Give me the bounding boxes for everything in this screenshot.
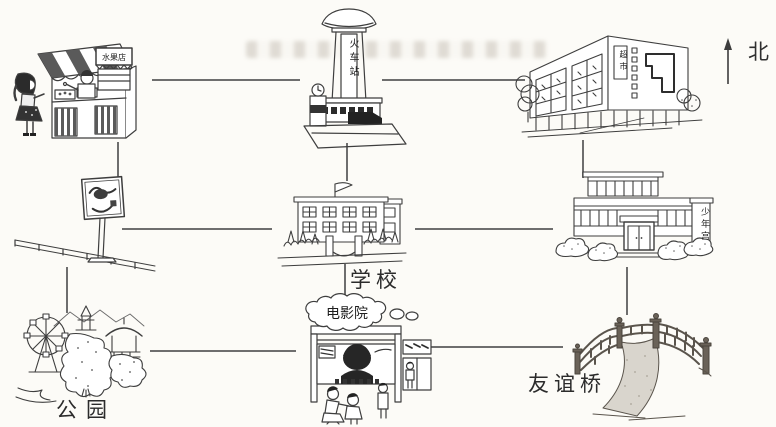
train-station-illustration: 火车站: [292, 6, 407, 151]
bridge-label: 友谊桥: [528, 372, 606, 396]
supermarket-sign-text: 超市: [619, 50, 628, 74]
cinema-sign-text: 电影院: [326, 306, 368, 322]
fruit-shop-sign-text: 水果店: [102, 52, 126, 62]
park-label: 公园: [56, 398, 116, 422]
youth-palace-illustration: 少年宫: [550, 168, 715, 268]
connector-park-cinema: [150, 350, 296, 352]
supermarket-drawing: [515, 35, 703, 138]
signpost-illustration: [5, 172, 165, 272]
park-drawing: [15, 305, 147, 403]
supermarket-illustration: 超市: [515, 20, 707, 140]
connector-school-cinema: [344, 264, 346, 298]
connector-cinema-bridge: [427, 346, 563, 348]
youth-palace-drawing: [555, 171, 714, 262]
connector-school-youth_palace: [415, 228, 553, 230]
train-station-drawing: [303, 8, 407, 149]
north-arrow-icon: [724, 38, 732, 84]
bridge-illustration: [565, 312, 725, 424]
school-illustration: [272, 180, 412, 272]
connector-train_station-supermarket: [382, 79, 525, 81]
train-station-sign-text: 火车站: [347, 38, 358, 80]
bridge-drawing: [572, 313, 712, 421]
connector-fruit_shop-train_station: [152, 79, 300, 81]
youth-palace-sign-text: 少年宫: [699, 207, 709, 243]
ink-showthrough: [246, 41, 548, 58]
cinema-illustration: 电影院: [295, 292, 435, 425]
fruit-shop-drawing: 水果店: [13, 43, 137, 139]
connector-train_station-school: [346, 143, 348, 181]
school-drawing: [277, 182, 407, 267]
school-label: 学校: [350, 268, 402, 292]
connector-fruit_shop-signpost: [117, 142, 119, 178]
connector-youth_palace-bridge: [626, 267, 628, 315]
fruit-shop-illustration: 水果店: [8, 36, 148, 148]
connector-supermarket-youth_palace: [582, 140, 584, 178]
north-label: 北: [748, 40, 769, 64]
park-illustration: [12, 300, 157, 405]
connector-signpost-school: [122, 228, 272, 230]
cinema-drawing: 电影院: [305, 293, 432, 425]
connector-signpost-park: [66, 267, 68, 313]
signpost-drawing: [14, 175, 156, 272]
compass: 北: [714, 32, 776, 90]
